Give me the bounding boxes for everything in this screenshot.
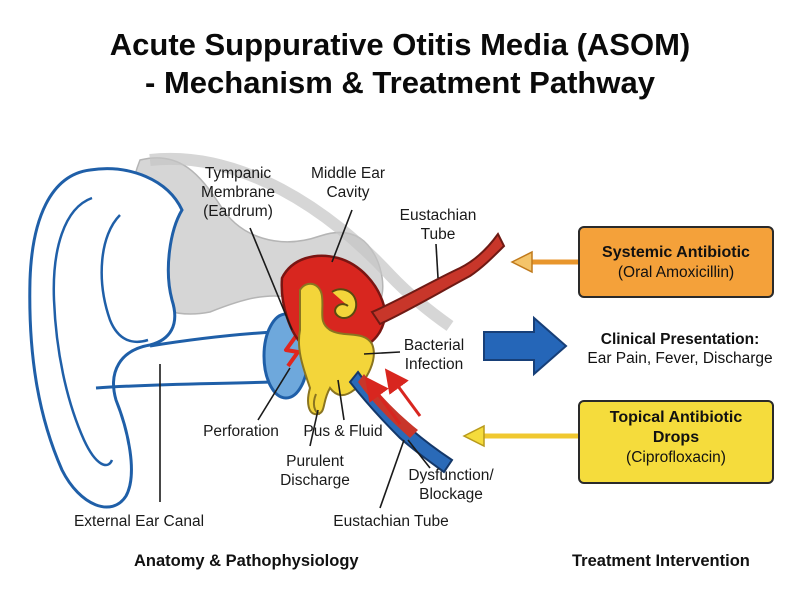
skull-curve [149,152,454,331]
topical-arrow-head [462,424,485,448]
topical-antibiotic-box: Topical Antibiotic Drops (Ciprofloxacin) [578,400,774,484]
eustachian-tube-upper [370,232,506,326]
ear-canal-lower-wall [95,380,273,390]
label-eustachian-bottom: Eustachian Tube [333,513,449,530]
upward-arrow-2 [384,368,422,417]
page-title: Acute Suppurative Otitis Media (ASOM) [109,27,691,62]
leader-lines [159,209,439,509]
clinical-presentation: Clinical Presentation: Ear Pain, Fever, … [587,331,773,367]
upward-arrow-1 [364,376,402,425]
label-tympanic-membrane: Tympanic Membrane (Eardrum) [200,165,276,220]
ear-canal-upper-wall [149,330,275,348]
pinna-antihelix [100,214,149,344]
purulent-discharge-drip [312,393,321,415]
label-bacterial-infection: Bacterial Infection [403,337,465,373]
label-eustachian-top: Eustachian Tube [399,207,477,243]
leader-dysfunction [407,439,431,469]
label-external-ear-canal: External Ear Canal [73,513,205,530]
leader-middle-ear [331,209,353,263]
leader-pus [337,379,345,421]
pinna-shape [28,167,184,509]
label-perforation: Perforation [203,423,279,440]
clinical-arrow-icon [483,315,568,377]
leader-tympanic [249,227,293,331]
perforation-icon [284,334,300,368]
label-middle-ear-cavity: Middle Ear Cavity [310,165,386,201]
systemic-arrow-head [510,250,533,274]
leader-eustachian-top [435,243,439,279]
label-dysfunction-blockage: Dysfunction/ Blockage [408,467,494,503]
ossicles-shape [331,288,358,320]
leader-purulent [309,409,319,447]
systemic-antibiotic-box: Systemic Antibiotic (Oral Amoxicillin) [578,226,774,298]
label-purulent-discharge: Purulent Discharge [280,453,350,489]
leader-perforation [257,367,291,421]
leader-eustachian-bottom [379,439,405,509]
label-pus-fluid: Pus & Fluid [303,423,383,440]
section-anatomy: Anatomy & Pathophysiology [134,552,359,570]
page-subtitle: - Mechanism & Treatment Pathway [145,65,655,100]
section-treatment: Treatment Intervention [572,552,750,570]
pinna-inner-fold [52,196,114,467]
leader-bacterial [363,351,401,355]
